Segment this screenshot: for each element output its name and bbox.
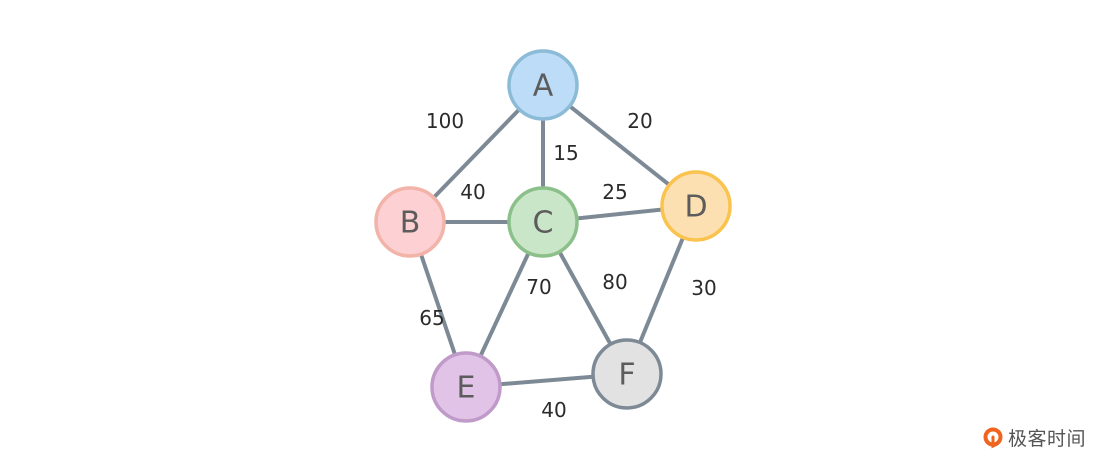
node-circle-b <box>374 186 446 258</box>
node-label-c: C <box>533 206 554 241</box>
node-circle-c <box>507 186 579 258</box>
node-label-e: E <box>457 371 476 406</box>
node-f: F <box>591 338 663 410</box>
edge-weight-e-f: 40 <box>541 398 566 422</box>
node-e: E <box>430 351 502 423</box>
edge-weight-a-d: 20 <box>627 109 652 133</box>
watermark: 极客时间 <box>982 424 1086 451</box>
node-a: A <box>507 49 579 121</box>
node-circle-a <box>507 49 579 121</box>
node-label-d: D <box>684 190 707 225</box>
edge-weight-c-f: 80 <box>602 270 627 294</box>
node-circle-d <box>660 170 732 242</box>
watermark-text: 极客时间 <box>1007 428 1086 450</box>
node-c: C <box>507 186 579 258</box>
node-d: D <box>660 170 732 242</box>
edge-weight-a-c: 15 <box>553 141 578 165</box>
edge-weight-b-e: 65 <box>419 306 444 330</box>
edge-weight-b-c: 40 <box>460 180 485 204</box>
edge-weight-d-f: 30 <box>691 276 716 300</box>
edge-weight-c-d: 25 <box>602 180 627 204</box>
node-b: B <box>374 186 446 258</box>
logo-tail <box>991 435 999 448</box>
node-label-b: B <box>400 206 421 241</box>
node-label-f: F <box>618 358 635 393</box>
nodes-layer: A B C D E F <box>374 49 732 423</box>
edge-weight-a-b: 100 <box>426 109 464 133</box>
geektime-logo-icon <box>983 427 1003 448</box>
node-label-a: A <box>533 69 554 104</box>
edge-labels-layer: 100 15 20 40 25 65 70 80 30 40 <box>419 109 716 422</box>
node-circle-e <box>430 351 502 423</box>
edge-weight-c-e: 70 <box>526 275 551 299</box>
node-circle-f <box>591 338 663 410</box>
